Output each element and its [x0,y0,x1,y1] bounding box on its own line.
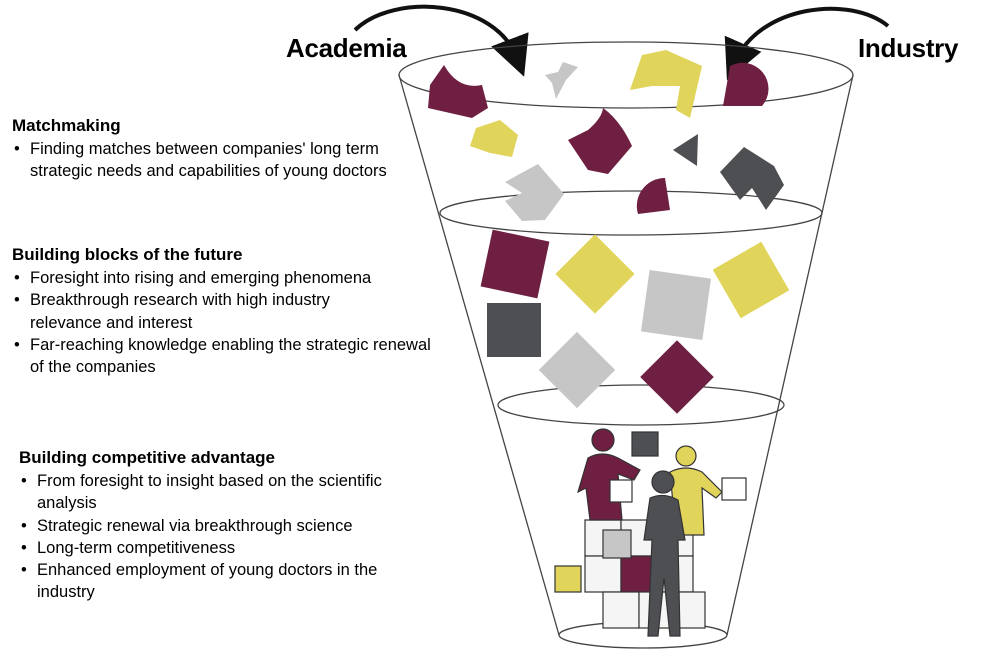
dark-piece [720,147,784,210]
puzzle-pieces-layer [428,50,784,221]
gray-star-piece [545,62,578,99]
dark-gray-square [487,303,541,357]
industry-heading: Industry [858,33,959,63]
light-gray-square [640,269,712,341]
yellow-hexagon [470,120,518,157]
maroon-piece [428,65,488,118]
funnel-outline [398,41,854,649]
academia-arrow [353,4,529,77]
section-title: Building blocks of the future [12,245,243,264]
list-item: Far-reaching knowledge enabling the stra… [12,334,432,379]
maroon-bowl [568,108,632,174]
list-item: Breakthrough research with high industry… [12,289,400,334]
section-title: Matchmaking [12,116,121,135]
bullet-list: Finding matches between companies' long … [12,138,432,183]
list-item: Finding matches between companies' long … [12,138,432,183]
bullet-list: Foresight into rising and emerging pheno… [12,267,432,378]
maroon-half-circle [723,62,769,106]
bullet-list: From foresight to insight based on the s… [19,470,439,604]
builders-illustration [554,428,747,637]
dark-triangle [673,134,698,166]
yellow-square [712,241,790,319]
list-item: From foresight to insight based on the s… [19,470,439,515]
list-item: Strategic renewal via breakthrough scien… [19,515,439,538]
academia-heading: Academia [286,33,407,63]
matchmaking-section: Matchmaking Finding matches between comp… [12,116,432,183]
section-title: Building competitive advantage [19,448,275,467]
maroon-square [480,229,550,299]
gray-notch-piece [505,164,564,221]
list-item: Foresight into rising and emerging pheno… [12,267,432,290]
competitive-advantage-section: Building competitive advantage From fore… [19,448,439,604]
industry-arrow [724,6,890,81]
light-gray-square [538,331,616,409]
list-item: Enhanced employment of young doctors in … [19,559,437,604]
maroon-square [640,340,714,414]
building-blocks-section: Building blocks of the future Foresight … [12,245,432,378]
squares-layer [480,229,790,414]
maroon-wedge [636,177,670,214]
yellow-square [555,234,635,314]
yellow-piece [630,50,702,118]
list-item: Long-term competitiveness [19,537,439,560]
